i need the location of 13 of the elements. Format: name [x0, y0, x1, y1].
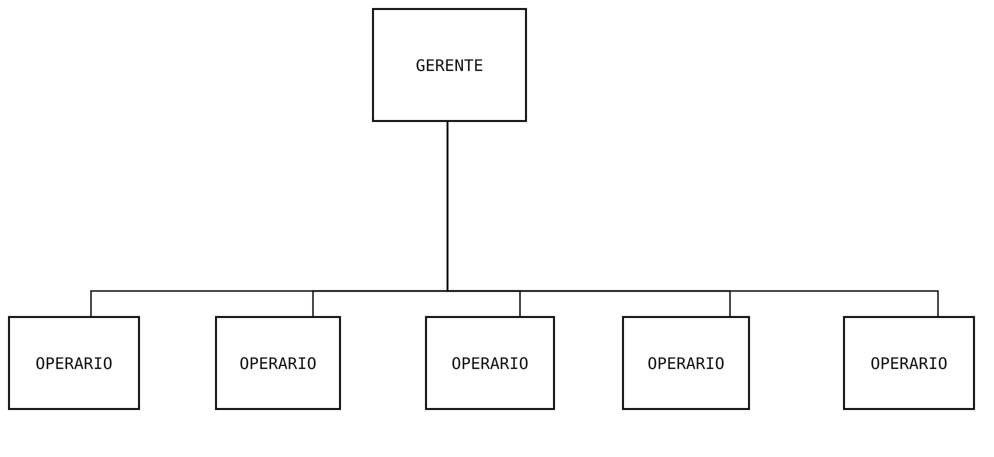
- worker-box: [8, 316, 140, 410]
- role-label: OPERARIO: [239, 354, 317, 372]
- role-label: OPERARIO: [647, 354, 725, 372]
- worker-box: [425, 316, 555, 410]
- connector-line: [446, 122, 939, 316]
- role-label: OPERARIO: [870, 354, 948, 372]
- manager-box: [372, 8, 527, 122]
- role-label: OPERARIO: [35, 354, 113, 372]
- role-label: GERENTE: [416, 56, 484, 74]
- role-label: OPERARIO: [451, 354, 529, 372]
- worker-box: [622, 316, 750, 410]
- worker-box: [215, 316, 341, 410]
- worker-box: [843, 316, 975, 410]
